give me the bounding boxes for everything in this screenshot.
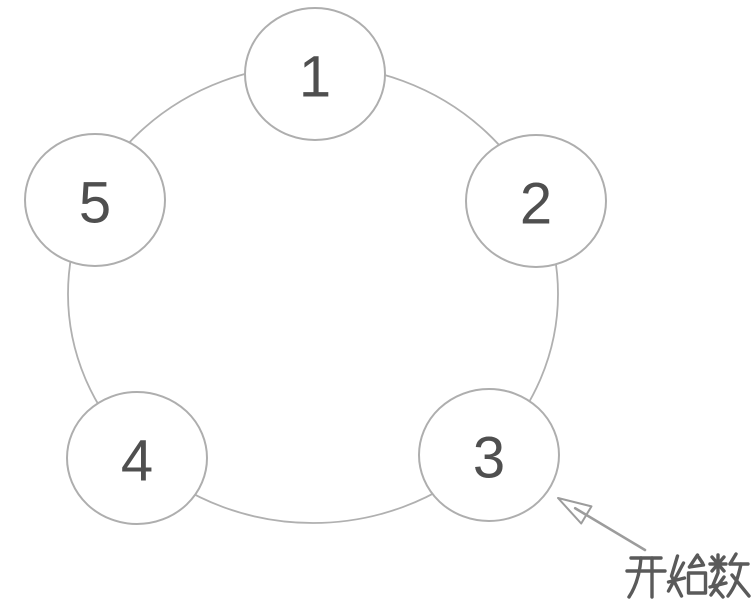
- node-label: 4: [121, 428, 153, 493]
- glyph-开: [625, 556, 667, 599]
- node-circle: [66, 391, 208, 525]
- node-label: 3: [473, 425, 505, 490]
- node-label: 1: [299, 44, 331, 109]
- arrow-shaft: [573, 506, 647, 552]
- start-arrow: [557, 497, 647, 552]
- glyph-始: [666, 553, 708, 598]
- node-circle: [465, 134, 607, 268]
- node-circle: [24, 133, 166, 267]
- node-label: 5: [79, 170, 111, 235]
- node-1: 1: [244, 7, 386, 141]
- node-5: 5: [24, 133, 166, 267]
- node-2: 2: [465, 134, 607, 268]
- node-circle: [418, 388, 560, 522]
- node-label: 2: [520, 171, 552, 236]
- node-4: 4: [66, 391, 208, 525]
- node-3: 3: [418, 388, 560, 522]
- annotation-label-glyphs: [625, 552, 751, 599]
- node-circle: [244, 7, 386, 141]
- glyph-数: [708, 552, 751, 599]
- arrowhead-icon: [557, 497, 593, 525]
